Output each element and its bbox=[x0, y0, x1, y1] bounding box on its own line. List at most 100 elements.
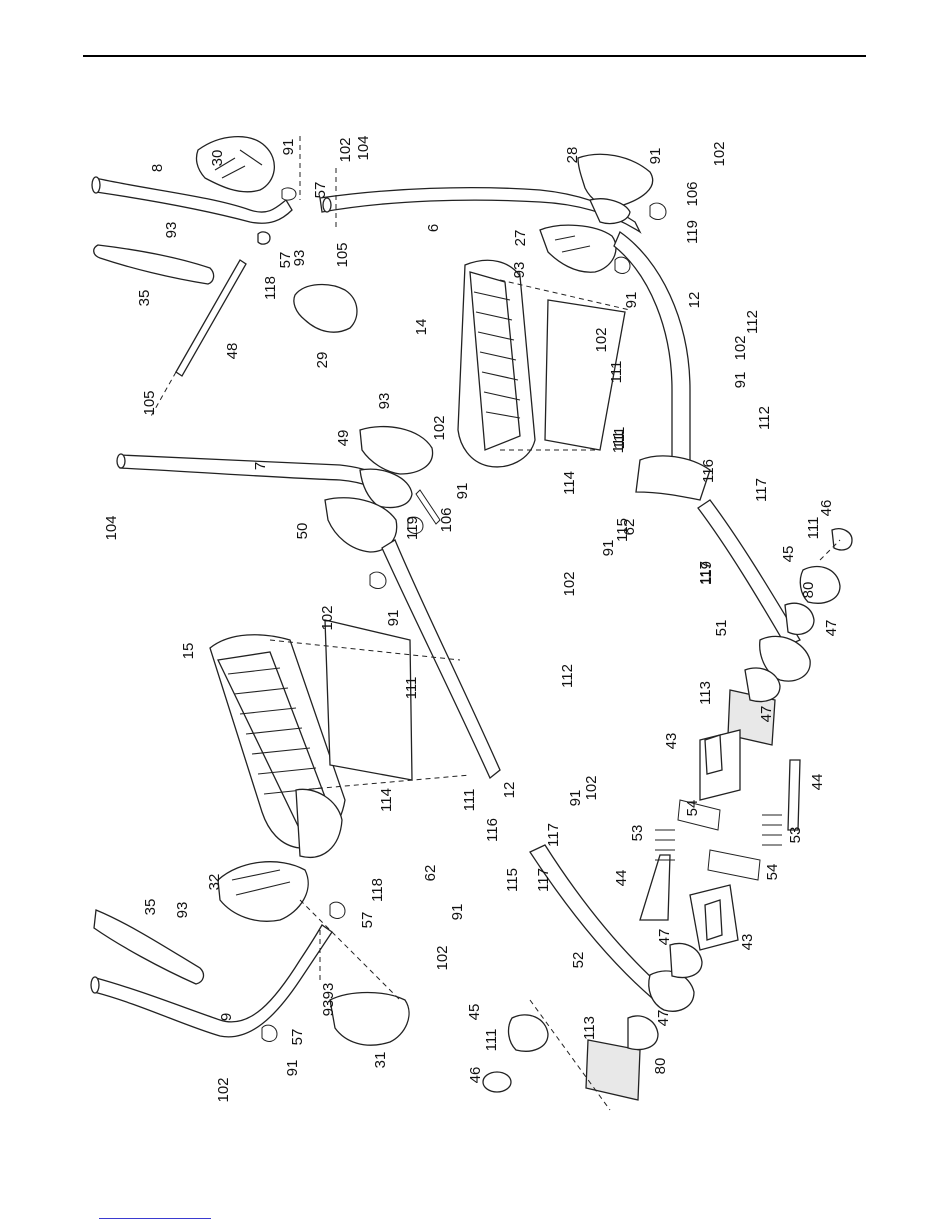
part-callout-102: 102 bbox=[215, 1077, 232, 1102]
part-callout-117: 117 bbox=[535, 868, 552, 892]
part-callout-28: 28 bbox=[564, 147, 581, 164]
part-callout-93: 93 bbox=[174, 902, 191, 919]
footer-link-rule bbox=[99, 1218, 211, 1219]
part-callout-43: 43 bbox=[663, 733, 680, 750]
part-callout-91: 91 bbox=[623, 292, 640, 309]
part-callout-57: 57 bbox=[359, 912, 376, 929]
part-callout-8: 8 bbox=[149, 164, 166, 172]
part-callout-91: 91 bbox=[385, 610, 402, 627]
part-callout-119: 119 bbox=[404, 516, 421, 540]
part-callout-45: 45 bbox=[780, 546, 797, 563]
part-callout-91: 91 bbox=[732, 372, 749, 389]
part-callout-112: 112 bbox=[744, 310, 761, 334]
part-callout-35: 35 bbox=[142, 899, 159, 916]
part-callout-102: 102 bbox=[319, 605, 336, 630]
part-callout-7: 7 bbox=[252, 462, 269, 470]
part-callout-62: 62 bbox=[621, 519, 638, 536]
part-callout-105: 105 bbox=[334, 242, 351, 267]
part-callout-15: 15 bbox=[180, 643, 197, 660]
part-callout-93: 93 bbox=[163, 222, 180, 239]
part-callout-93: 93 bbox=[511, 262, 528, 279]
part-callout-32: 32 bbox=[206, 874, 223, 891]
part-callout-104: 104 bbox=[103, 515, 120, 540]
part-callout-111: 111 bbox=[461, 789, 478, 812]
part-callout-93: 93 bbox=[376, 393, 393, 410]
part-callout-115: 115 bbox=[614, 518, 631, 542]
part-callout-117: 117 bbox=[697, 561, 714, 585]
part-callout-115: 115 bbox=[504, 868, 521, 892]
frame-leg-assembly bbox=[482, 499, 853, 1111]
part-callout-102: 102 bbox=[711, 141, 728, 166]
part-callout-116: 116 bbox=[700, 459, 717, 483]
part-callout-31: 31 bbox=[372, 1052, 389, 1069]
part-callout-57: 57 bbox=[289, 1029, 306, 1046]
part-callout-54: 54 bbox=[764, 864, 781, 881]
part-callout-57: 57 bbox=[312, 182, 329, 199]
part-callout-27: 27 bbox=[512, 230, 529, 247]
part-callout-62: 62 bbox=[422, 865, 439, 882]
part-callout-112: 112 bbox=[559, 664, 576, 688]
part-callout-111: 111 bbox=[403, 677, 420, 700]
part-callout-47: 47 bbox=[655, 1010, 672, 1027]
part-callout-102: 102 bbox=[431, 415, 448, 440]
part-callout-91: 91 bbox=[454, 483, 471, 500]
left-pedal-assembly bbox=[209, 619, 471, 858]
part-callout-118: 118 bbox=[369, 878, 386, 902]
part-callout-80: 80 bbox=[652, 1058, 669, 1075]
part-callout-102: 102 bbox=[561, 571, 578, 596]
part-callout-49: 49 bbox=[335, 430, 352, 447]
part-callout-114: 114 bbox=[378, 788, 395, 812]
part-callout-117: 117 bbox=[753, 478, 770, 502]
part-callout-6: 6 bbox=[425, 224, 442, 232]
part-callout-51: 51 bbox=[713, 620, 730, 637]
part-callout-111: 111 bbox=[608, 361, 625, 384]
part-callout-52: 52 bbox=[570, 952, 587, 969]
part-callout-12: 12 bbox=[686, 292, 703, 309]
part-callout-117: 117 bbox=[545, 823, 562, 847]
right-pedal-assembly bbox=[457, 231, 711, 501]
part-callout-12: 12 bbox=[501, 782, 518, 799]
axle-spring-assembly bbox=[639, 729, 801, 951]
part-callout-119: 119 bbox=[684, 220, 701, 244]
part-callout-119: 119 bbox=[698, 561, 715, 585]
part-callout-47: 47 bbox=[656, 929, 673, 946]
part-callout-111: 111 bbox=[610, 431, 627, 454]
part-callout-53: 53 bbox=[787, 827, 804, 844]
part-callout-118: 118 bbox=[262, 276, 279, 300]
part-callout-35: 35 bbox=[136, 290, 153, 307]
header-rule bbox=[83, 55, 866, 57]
part-callout-9: 9 bbox=[218, 1013, 235, 1021]
part-callout-102: 102 bbox=[593, 327, 610, 352]
part-callout-105: 105 bbox=[141, 390, 158, 415]
part-callout-102: 102 bbox=[337, 137, 354, 162]
part-callout-91: 91 bbox=[280, 139, 297, 156]
part-callout-91: 91 bbox=[600, 540, 617, 557]
part-callout-44: 44 bbox=[613, 870, 630, 887]
part-callout-57: 57 bbox=[277, 252, 294, 269]
part-callout-106: 106 bbox=[684, 181, 701, 206]
part-callout-91: 91 bbox=[647, 148, 664, 165]
part-callout-91: 91 bbox=[567, 790, 584, 807]
part-callout-111: 111 bbox=[805, 517, 822, 540]
part-callout-48: 48 bbox=[224, 343, 241, 360]
part-callout-93: 93 bbox=[320, 1000, 337, 1017]
part-callout-93: 93 bbox=[291, 250, 308, 267]
part-callout-14: 14 bbox=[413, 319, 430, 336]
upper-arm-assembly bbox=[91, 135, 667, 419]
part-callout-114: 114 bbox=[561, 471, 578, 495]
part-callout-47: 47 bbox=[758, 706, 775, 723]
part-callout-106: 106 bbox=[438, 507, 455, 532]
part-callout-53: 53 bbox=[629, 825, 646, 842]
part-callout-102: 102 bbox=[434, 945, 451, 970]
part-callout-102: 102 bbox=[583, 775, 600, 800]
part-callout-46: 46 bbox=[467, 1067, 484, 1084]
middle-arm-assembly bbox=[116, 425, 501, 780]
part-callout-113: 113 bbox=[581, 1016, 598, 1040]
part-callout-111: 111 bbox=[483, 1029, 500, 1052]
part-callout-29: 29 bbox=[314, 352, 331, 369]
part-callout-44: 44 bbox=[809, 774, 826, 791]
lower-arm-assembly bbox=[90, 861, 410, 1046]
